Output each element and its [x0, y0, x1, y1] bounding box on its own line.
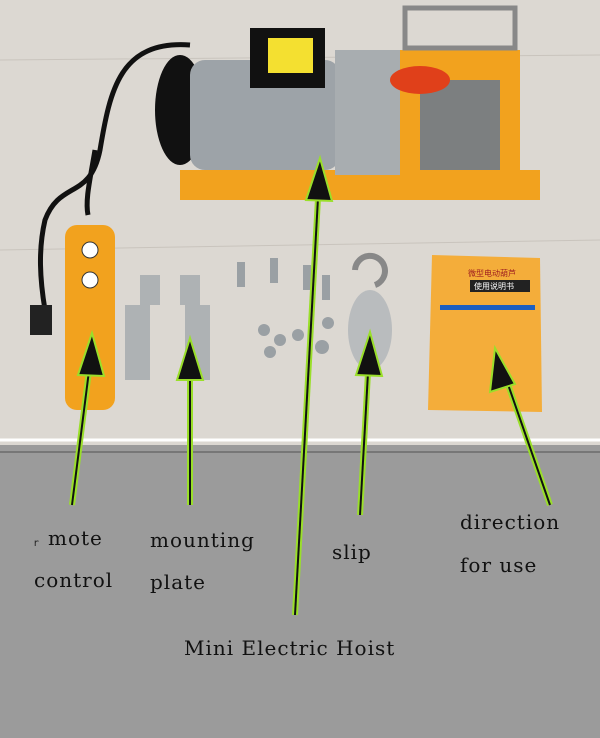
arrow-slip	[354, 328, 384, 516]
arrow-hoist	[292, 154, 334, 616]
mounting-label-line2: plate	[150, 570, 206, 594]
gearbox	[335, 50, 405, 175]
hook	[352, 252, 388, 288]
red-handle	[390, 66, 450, 94]
annotation-arrows	[69, 154, 553, 616]
slip-label: slip	[332, 540, 372, 564]
arrow-mounting	[175, 334, 205, 505]
wire-drum	[420, 80, 500, 170]
direction-label-line1: direction	[460, 510, 561, 534]
plug	[30, 305, 52, 335]
remote-label-line1: mote	[48, 526, 103, 550]
mounting-plate-left	[125, 275, 160, 380]
remote-label-prefix: r	[33, 538, 40, 549]
remote-label-line2: control	[34, 568, 114, 592]
manual-illustration	[440, 305, 535, 310]
manual-title-bar	[470, 280, 530, 292]
mounting-label-line1: mounting	[150, 528, 255, 552]
hanging-bracket	[402, 5, 518, 51]
hoist-label: Mini Electric Hoist	[184, 636, 396, 660]
arrow-direction	[488, 344, 553, 506]
warning-label	[268, 38, 313, 73]
power-cable	[38, 42, 191, 311]
bolts-and-washers	[237, 258, 334, 358]
down-button	[81, 271, 99, 289]
up-button	[81, 241, 99, 259]
instruction-manual	[428, 255, 542, 412]
manual-subtitle: 使用说明书	[474, 282, 514, 291]
arrow-remote	[69, 329, 106, 506]
control-cable	[84, 149, 98, 216]
manual-title: 微型电动葫芦	[468, 269, 516, 278]
remote-control	[65, 225, 115, 410]
direction-label-line2: for use	[460, 553, 538, 577]
